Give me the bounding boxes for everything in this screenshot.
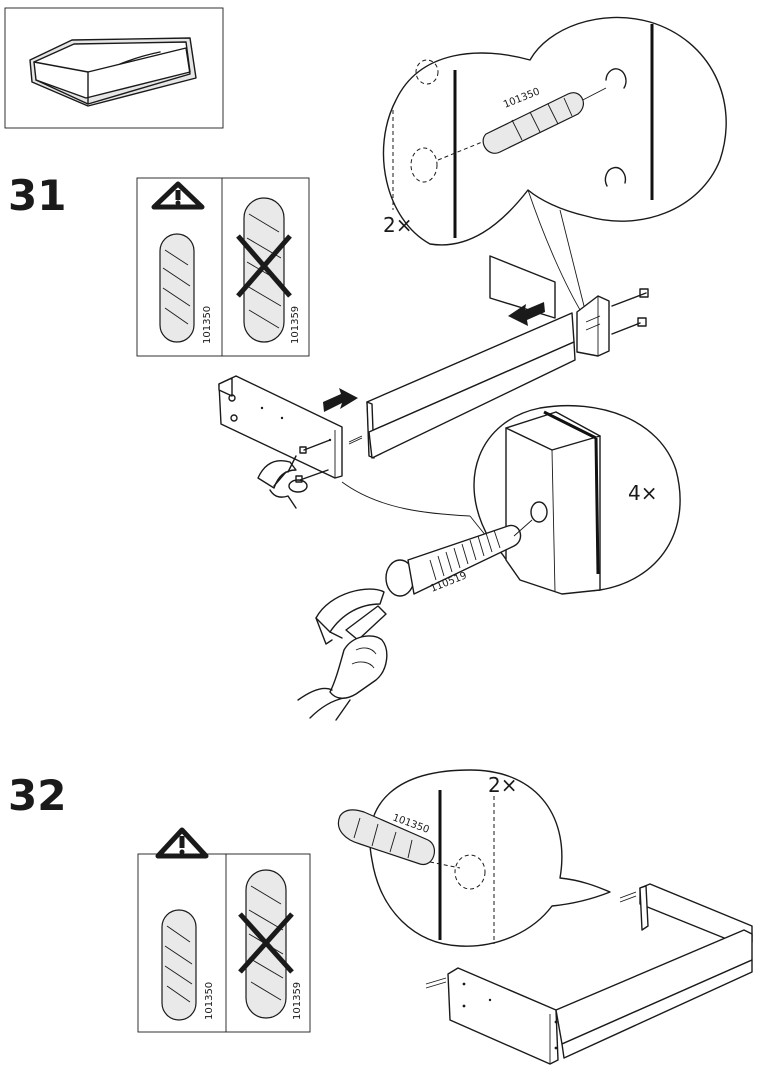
detail-callout: 101350 2× [337, 769, 611, 947]
wrong-part-code: 101359 [290, 306, 301, 344]
warning-triangle-icon [151, 181, 205, 210]
wrong-dowel-icon [243, 197, 285, 343]
drawer-frame [425, 883, 753, 1065]
dowel-icon [337, 809, 436, 865]
correct-part-code: 101350 [202, 306, 213, 344]
dowel-warning-box: 101350 101359 [136, 177, 310, 357]
hammer-icon [315, 588, 387, 645]
drawer-icon [29, 37, 197, 107]
correct-dowel-icon [161, 909, 197, 1021]
hand-icon [297, 635, 388, 721]
step-number: 32 [8, 771, 66, 820]
hammer-icon [257, 455, 297, 509]
front-panel [218, 375, 363, 493]
correct-dowel-icon [159, 233, 195, 343]
back-panel [489, 255, 649, 357]
quantity-label: 2× [488, 773, 517, 797]
step-number: 31 [8, 171, 66, 220]
arrow-icon [323, 388, 358, 412]
wood-plug-icon [385, 519, 533, 597]
wrong-part-code: 101359 [292, 982, 303, 1020]
cross-icon [236, 234, 292, 298]
warning-triangle-icon [155, 827, 209, 859]
dowel-icon [482, 92, 584, 154]
side-panel [366, 312, 576, 459]
dowel-warning-box: 101350 101359 [137, 827, 311, 1033]
quantity-label: 2× [383, 213, 412, 237]
drawer-overview-box [4, 7, 224, 129]
arrow-icon [508, 302, 545, 326]
detail-callout-bottom: 4× 110519 [341, 404, 681, 597]
cross-icon [238, 912, 294, 974]
dowel-part-code: 101350 [502, 86, 542, 111]
detail-callout-top: 101350 2× [382, 16, 727, 316]
quantity-label: 4× [628, 481, 657, 505]
correct-part-code: 101350 [204, 982, 215, 1020]
